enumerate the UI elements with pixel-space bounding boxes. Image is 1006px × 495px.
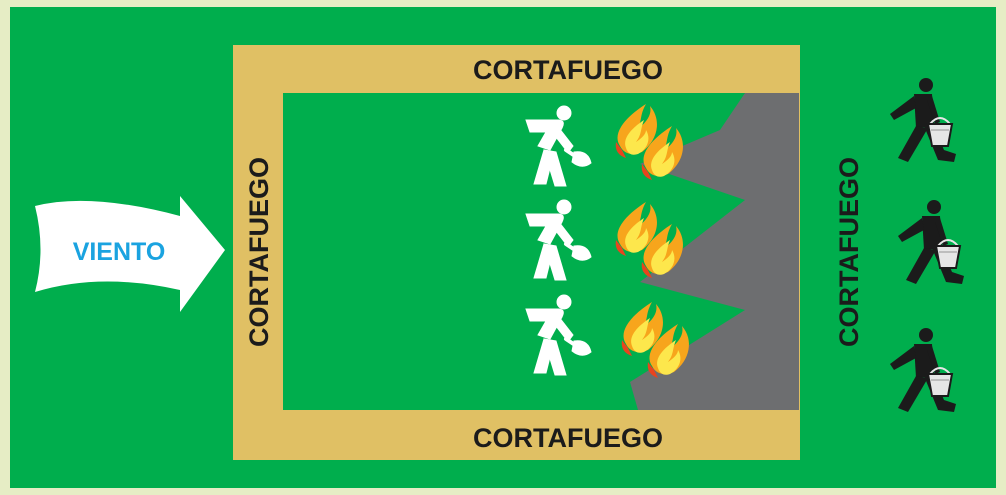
wind-arrow-icon bbox=[35, 196, 225, 312]
burned-area bbox=[630, 93, 799, 410]
firebreak-label-top: CORTAFUEGO bbox=[473, 55, 663, 85]
firebreak-label-right: CORTAFUEGO bbox=[834, 157, 864, 347]
firebreak-label-left: CORTAFUEGO bbox=[244, 157, 274, 347]
wind-label: VIENTO bbox=[73, 238, 166, 266]
firebreak-label-bottom: CORTAFUEGO bbox=[473, 423, 663, 453]
